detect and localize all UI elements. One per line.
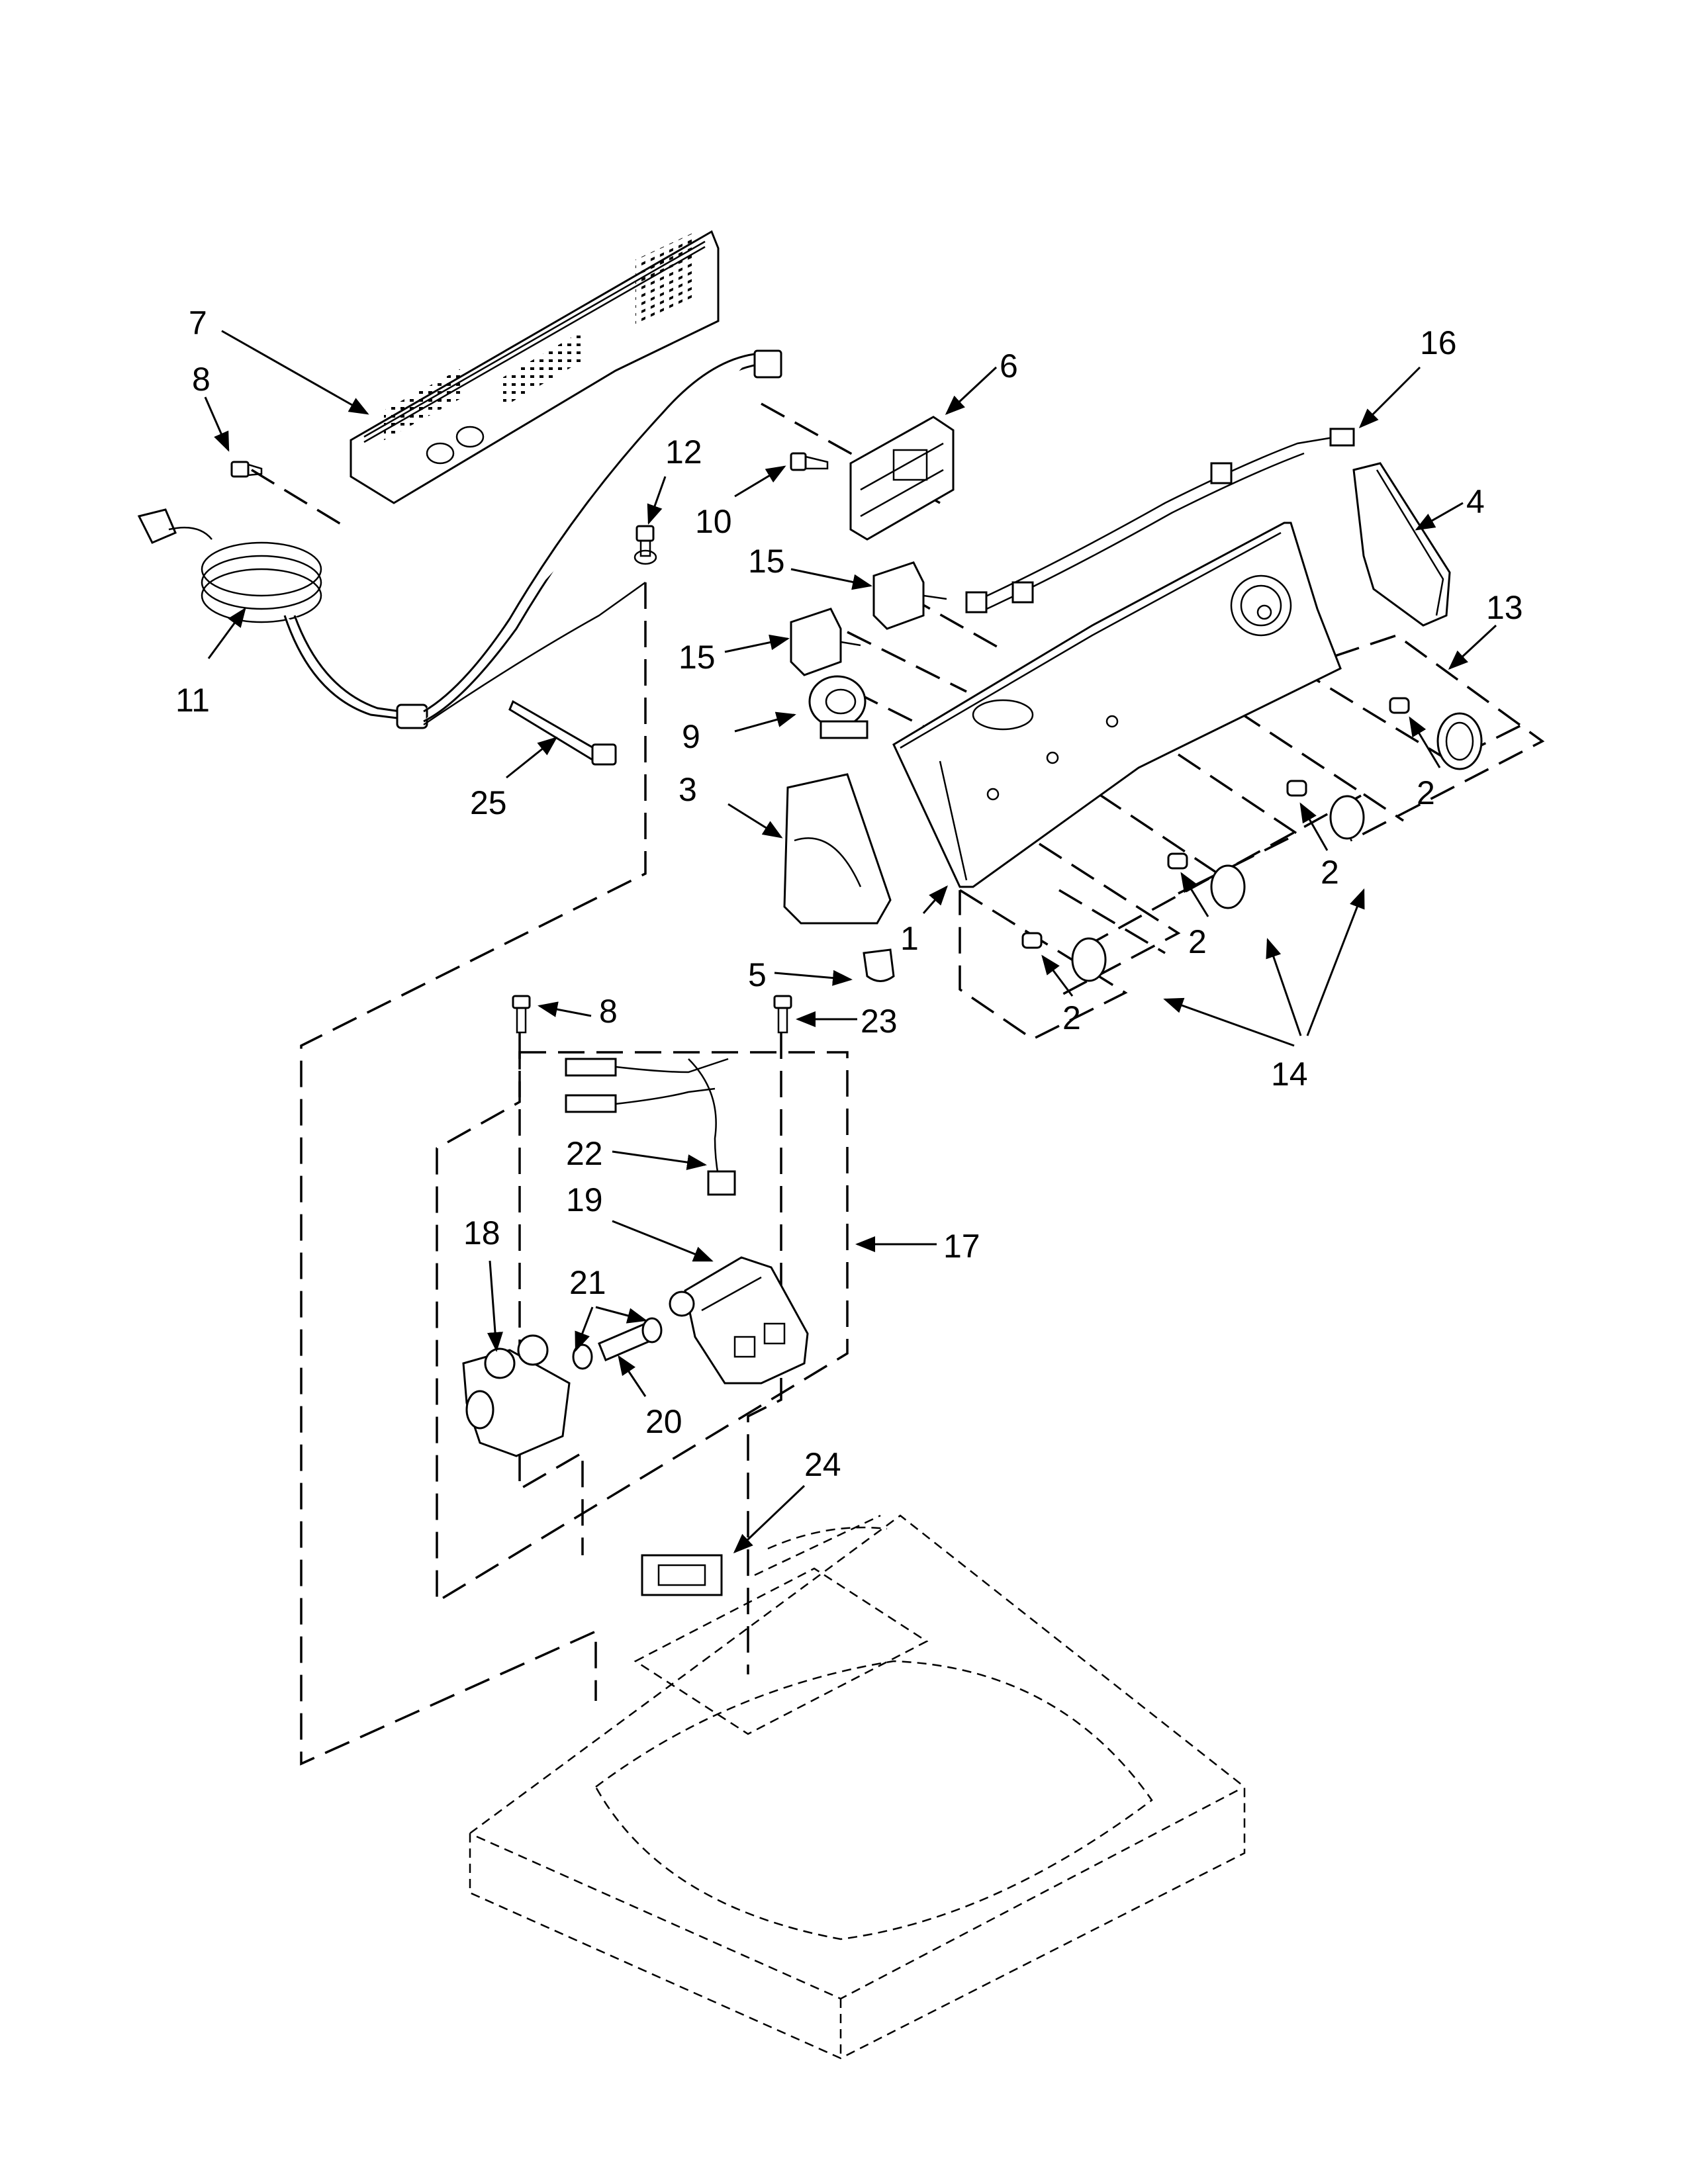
screw-icon [773, 995, 792, 1034]
callout-1: 1 [900, 920, 919, 957]
switch [872, 561, 947, 630]
leader-lines [204, 330, 1497, 1554]
callout-23: 23 [861, 1003, 898, 1040]
pad [641, 1554, 723, 1596]
callout-8: 8 [599, 993, 618, 1030]
callout-7: 7 [189, 304, 207, 341]
callout-9: 9 [682, 718, 700, 755]
wire-harness [965, 428, 1355, 614]
callout-4: 4 [1466, 483, 1485, 520]
callout-16: 16 [1420, 324, 1457, 361]
cable-tie [508, 700, 617, 766]
callout-10: 10 [695, 503, 732, 540]
selector-switch [808, 675, 868, 739]
screw-icon [790, 452, 829, 471]
power-cord [137, 349, 782, 729]
water-valve [462, 1334, 571, 1457]
end-cap [1352, 462, 1451, 627]
screw-icon [230, 461, 263, 478]
screw-icon [633, 525, 657, 565]
knob [1286, 780, 1365, 840]
console [892, 522, 1342, 888]
screw-icon [512, 995, 531, 1034]
callout-15: 15 [679, 639, 716, 676]
callout-5: 5 [748, 956, 767, 993]
callout-2: 2 [1321, 854, 1339, 891]
hose [572, 1317, 663, 1370]
callout-8: 8 [192, 361, 211, 398]
callout-labels: 1 2 2 2 2 2 3 4 5 6 7 8 8 9 10 11 12 13 … [175, 304, 1523, 1483]
callout-22: 22 [566, 1135, 603, 1172]
wire-harness [565, 1058, 736, 1196]
callout-2: 2 [1062, 999, 1081, 1036]
callout-3: 3 [679, 771, 697, 808]
callout-14: 14 [1271, 1056, 1308, 1093]
control-board [849, 416, 955, 541]
callout-11: 11 [175, 682, 210, 719]
cabinet-top [469, 1514, 1246, 2060]
knob [1389, 697, 1483, 770]
callout-2: 2 [1417, 774, 1435, 811]
rear-panel [350, 230, 720, 504]
knob [1167, 852, 1246, 909]
callout-25: 25 [470, 784, 507, 821]
callout-15: 15 [748, 543, 785, 580]
callout-13: 13 [1486, 589, 1523, 626]
end-cap [783, 773, 892, 925]
callout-24: 24 [804, 1446, 841, 1483]
callout-6: 6 [1000, 347, 1018, 385]
dispenser [669, 1256, 809, 1385]
switch [790, 608, 861, 676]
callout-12: 12 [665, 433, 702, 471]
callout-20: 20 [645, 1403, 682, 1440]
knob [1021, 932, 1107, 982]
callout-2: 2 [1188, 923, 1207, 960]
callout-18: 18 [463, 1214, 500, 1251]
callout-19: 19 [566, 1181, 603, 1218]
callout-17: 17 [943, 1228, 980, 1265]
callout-21: 21 [569, 1264, 606, 1301]
clip [863, 948, 895, 982]
